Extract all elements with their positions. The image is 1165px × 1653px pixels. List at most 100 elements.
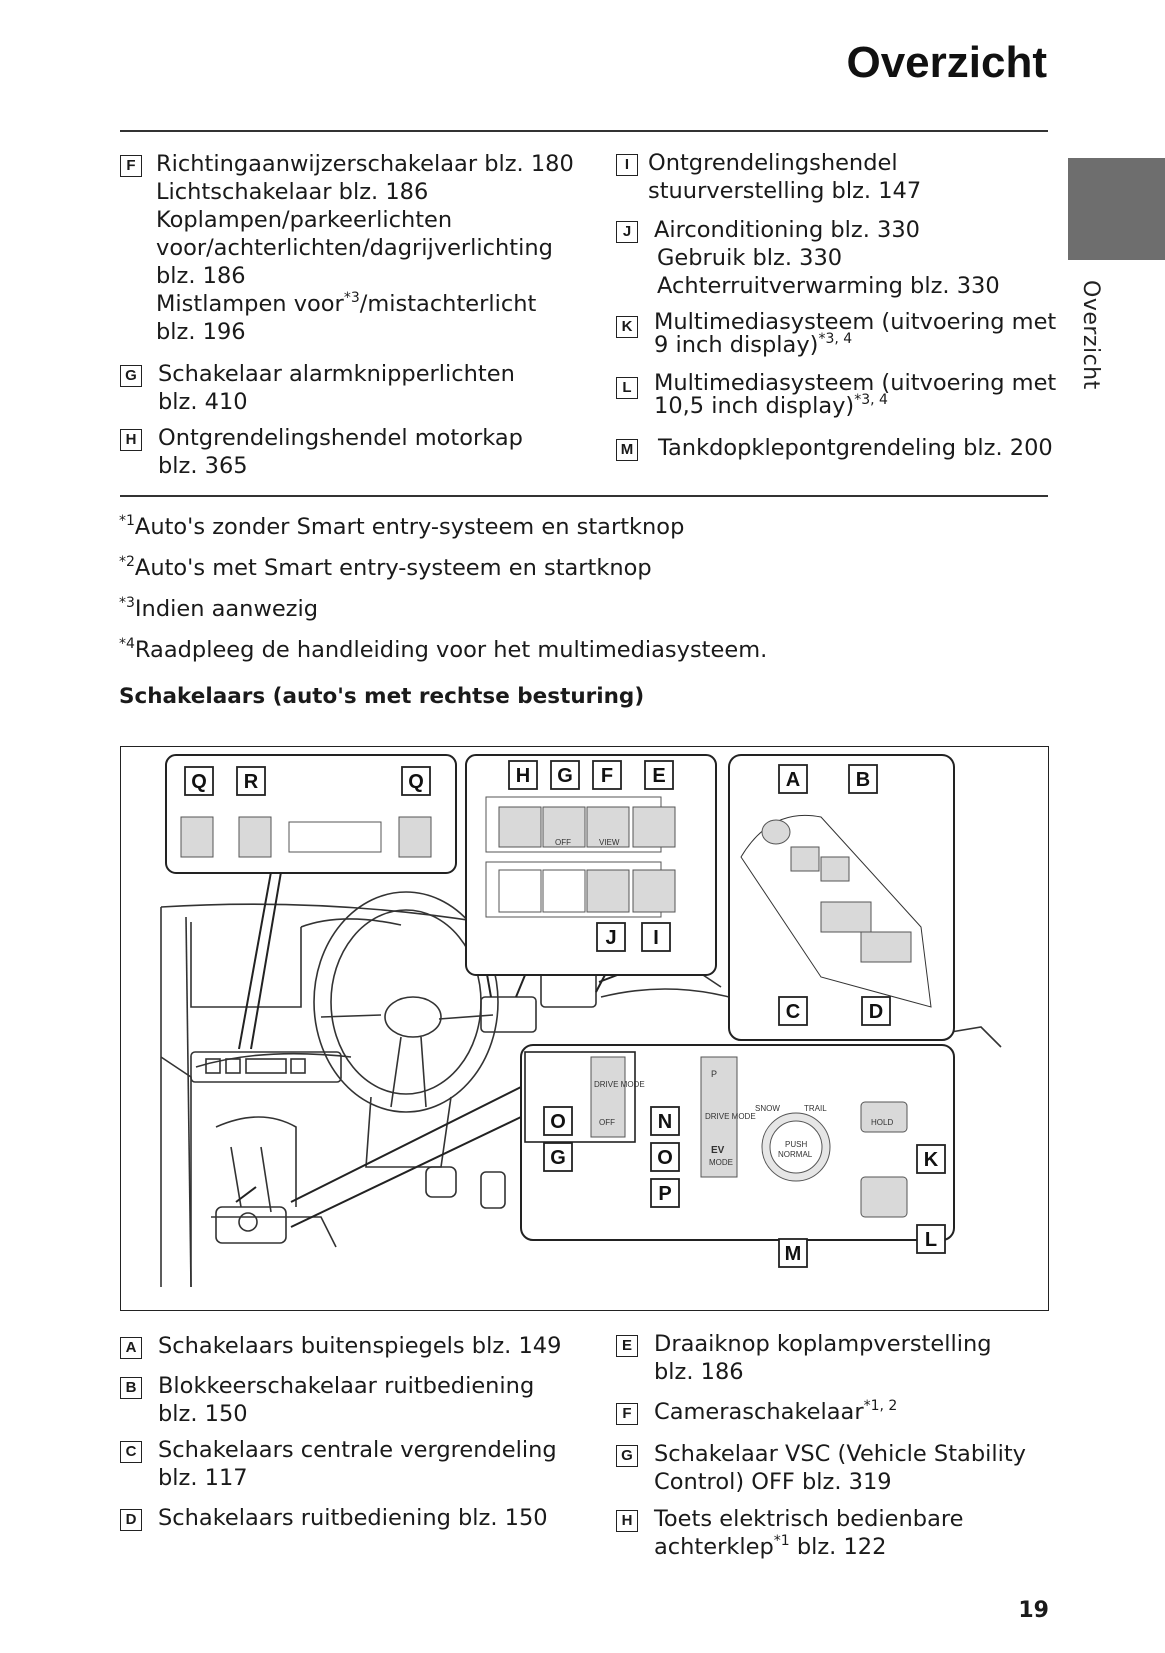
callout-letter-i: I — [653, 927, 659, 949]
entry-line: Achterruitverwarming blz. 330 — [657, 273, 1000, 299]
footnote: *1Auto's zonder Smart entry-systeem en s… — [119, 513, 685, 540]
entry-line: stuurverstelling blz. 147 — [648, 178, 922, 204]
entry-line: Schakelaar VSC (Vehicle Stability — [654, 1441, 1026, 1467]
panel-door-switches — [728, 754, 955, 1041]
entry-line: blz. 186 — [654, 1359, 744, 1385]
callout-letter-e: E — [652, 765, 665, 787]
entry-label: D — [120, 1509, 142, 1531]
entry-label: I — [616, 154, 638, 176]
callout-box — [184, 766, 214, 796]
callout-letter-g: G — [550, 1147, 566, 1169]
entry-line: Ontgrendelingshendel — [648, 150, 898, 176]
callout-letter-o: O — [657, 1147, 673, 1169]
callout-box — [641, 922, 671, 952]
callout-letter-l: L — [925, 1229, 937, 1251]
entry-line: Toets elektrisch bedienbare — [654, 1506, 964, 1532]
ev-text: EV — [711, 1145, 725, 1156]
callout-letter-r: R — [244, 771, 259, 793]
callout-box — [916, 1224, 946, 1254]
entry-line: blz. 186 — [156, 263, 246, 289]
callout-box — [508, 760, 538, 790]
callout-box — [848, 764, 878, 794]
chapter-tab-label: Overzicht — [1078, 280, 1103, 390]
callout-box — [236, 766, 266, 796]
entry-label: C — [120, 1441, 142, 1463]
entry-label: H — [616, 1510, 638, 1532]
callout-letter-k: K — [924, 1149, 939, 1171]
chapter-tab — [1068, 158, 1165, 260]
entry-line: Gebruik blz. 330 — [657, 245, 843, 271]
drive-mode-text: DRIVE MODE — [705, 1112, 756, 1121]
footnote-ref: *1, 2 — [863, 1398, 898, 1414]
entry-line: Schakelaars centrale vergrendeling — [158, 1437, 557, 1463]
callout-letter-q: Q — [191, 771, 207, 793]
entry-label: A — [120, 1337, 142, 1359]
push-text: PUSH — [785, 1140, 807, 1149]
callout-box — [778, 1238, 808, 1268]
footnote: *3Indien aanwezig — [119, 595, 319, 622]
entry-label: M — [616, 439, 638, 461]
footnote-ref: *3, 4 — [854, 392, 888, 408]
page-number: 19 — [1018, 1598, 1049, 1623]
callout-box — [550, 760, 580, 790]
page-title: Overzicht — [846, 38, 1047, 87]
callout-box — [861, 996, 891, 1026]
entry-line: voor/achterlichten/dagrijverlichting — [156, 235, 553, 261]
entry-line: Mistlampen voor*3/mistachterlicht — [156, 290, 537, 317]
entry-line: Draaiknop koplampverstelling — [654, 1331, 992, 1357]
entry-line: Blokkeerschakelaar ruitbediening — [158, 1373, 535, 1399]
p-text: P — [711, 1069, 717, 1079]
trail-text: TRAIL — [804, 1104, 827, 1113]
callout-letter-c: C — [786, 1001, 800, 1023]
entry-line: Tankdopklepontgrendeling blz. 200 — [658, 435, 1053, 461]
callout-box — [650, 1106, 680, 1136]
view-text: VIEW — [599, 838, 620, 847]
callout-box — [401, 766, 431, 796]
entry-line: Multimediasysteem (uitvoering met — [654, 309, 1057, 335]
hold-text: HOLD — [871, 1118, 893, 1127]
entry-label: G — [120, 365, 142, 387]
callout-letter-o: O — [550, 1111, 566, 1133]
entry-label: F — [120, 155, 142, 177]
callout-box — [650, 1142, 680, 1172]
callout-letter-f: F — [601, 765, 613, 787]
panel-drive-mode — [520, 1044, 955, 1241]
entry-line: 9 inch display)*3, 4 — [654, 331, 853, 358]
entry-line: blz. 410 — [158, 389, 248, 415]
mid-divider — [120, 495, 1048, 497]
entry-line: blz. 117 — [158, 1465, 248, 1491]
top-divider — [120, 130, 1048, 132]
callout-box — [778, 764, 808, 794]
callout-letter-j: J — [605, 927, 616, 949]
snow-text: SNOW — [755, 1104, 780, 1113]
callout-letter-a: A — [786, 769, 800, 791]
entry-line: Schakelaars ruitbediening blz. 150 — [158, 1505, 548, 1531]
panel-center-switches — [465, 754, 717, 976]
callout-letter-h: H — [516, 765, 530, 787]
callout-box — [543, 1106, 573, 1136]
entry-line: Control) OFF blz. 319 — [654, 1469, 892, 1495]
entry-line: Cameraschakelaar*1, 2 — [654, 1398, 898, 1425]
entry-line: Airconditioning blz. 330 — [654, 217, 920, 243]
entry-label: H — [120, 429, 142, 451]
entry-line: Schakelaars buitenspiegels blz. 149 — [158, 1333, 562, 1359]
entry-line: Multimediasysteem (uitvoering met — [654, 370, 1057, 396]
entry-label: K — [616, 316, 638, 338]
entry-line: Koplampen/parkeerlichten — [156, 207, 453, 233]
callout-box — [592, 760, 622, 790]
entry-label: E — [616, 1335, 638, 1357]
footnote-ref: *3, 4 — [818, 331, 853, 347]
section-heading: Schakelaars (auto's met rechtse besturin… — [119, 684, 645, 709]
callout-box — [596, 922, 626, 952]
entry-line: 10,5 inch display)*3, 4 — [654, 392, 888, 419]
callout-letter-d: D — [869, 1001, 883, 1023]
dashboard-illustration: OFF VIEW DRIVE MODE OFF DRIVE MODE EV MO… — [160, 754, 1002, 1288]
footnote-ref: *3 — [343, 290, 360, 306]
footnote: *4Raadpleeg de handleiding voor het mult… — [119, 636, 768, 663]
callout-letter-p: P — [658, 1183, 671, 1205]
callout-box — [644, 760, 674, 790]
callout-letter-n: N — [658, 1111, 672, 1133]
footnote: *2Auto's met Smart entry-systeem en star… — [119, 554, 652, 581]
entry-label: G — [616, 1445, 638, 1467]
callout-box — [543, 1142, 573, 1172]
